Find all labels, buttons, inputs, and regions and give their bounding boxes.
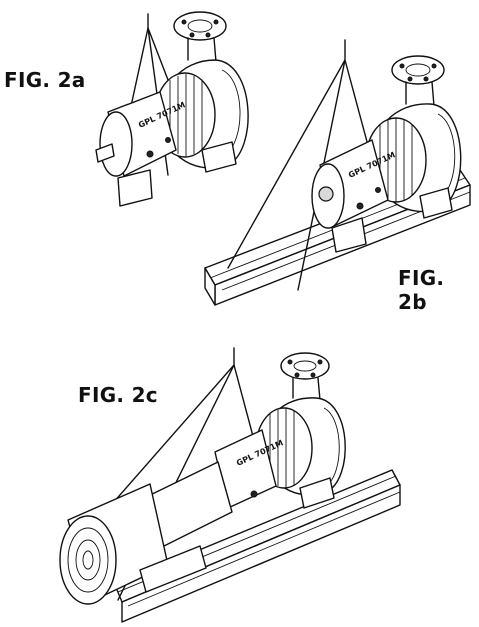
fig-2b-label: FIG. 2b (398, 266, 445, 314)
fig-2b-pump-drawing: GPL 7071M (204, 39, 471, 306)
fig-2a-label: FIG. 2a (4, 68, 86, 92)
fig-2c-label: FIG. 2c (78, 383, 158, 407)
fig-2a-pump-drawing: GPL 7071M (95, 11, 249, 207)
fig-2c-pump-motor-drawing: GPL 7071M (59, 347, 401, 623)
